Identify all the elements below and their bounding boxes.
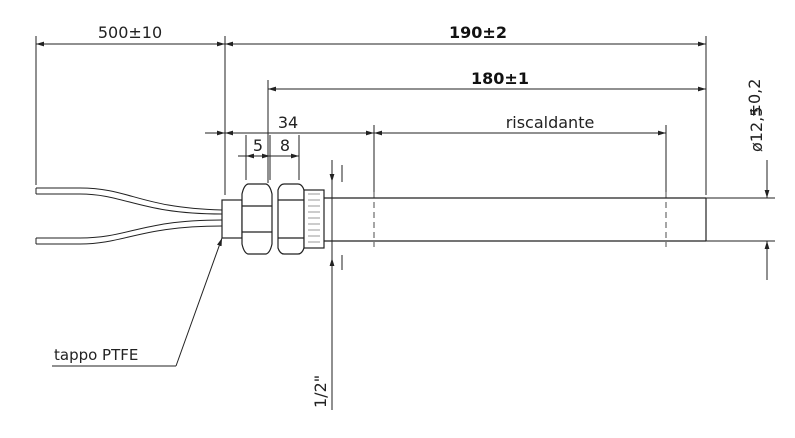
label-thread: 1/2" <box>311 375 330 408</box>
label-nut-width: 5 <box>253 136 263 155</box>
dimension-lines <box>36 41 770 280</box>
label-ptfe-cap: tappo PTFE <box>54 346 138 364</box>
ptfe-leader-arrow <box>175 237 223 367</box>
ptfe-cap <box>221 199 243 239</box>
cable-wires <box>35 187 223 245</box>
wire-top-a <box>36 187 223 211</box>
label-heating-zone: riscaldante <box>506 113 595 132</box>
ptfe-leader <box>52 237 223 367</box>
heater-tube <box>324 197 707 242</box>
heating-zone-marks <box>373 192 667 247</box>
label-hex-width: 8 <box>280 136 290 155</box>
fitting-body <box>221 183 325 255</box>
thread-section <box>303 189 325 249</box>
label-tube-length: 180±1 <box>471 69 529 88</box>
wire-top-b <box>36 193 223 215</box>
label-fitting-length: 34 <box>278 113 298 132</box>
wire-bottom-b <box>36 225 223 245</box>
label-diameter-tol: ±0,2 <box>745 79 764 118</box>
label-total-length: 190±2 <box>449 23 507 42</box>
hex-nut <box>241 183 273 255</box>
wire-bottom-a <box>36 219 223 239</box>
extension-lines <box>35 36 775 410</box>
hex-body <box>277 183 305 255</box>
label-cable-length: 500±10 <box>98 23 162 42</box>
thread-hatch <box>308 193 320 243</box>
label-diameter: ø12,5 <box>747 107 766 152</box>
